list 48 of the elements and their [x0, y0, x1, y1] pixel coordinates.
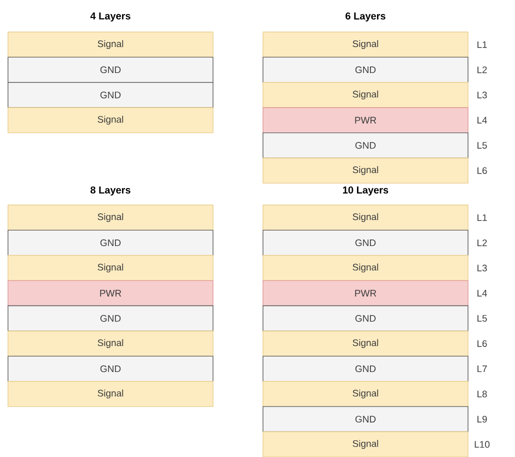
layer-box: GND [8, 56, 214, 83]
layer-box: GND [262, 56, 468, 83]
layer-number: L4 [478, 116, 487, 124]
layer-box: GND [8, 230, 214, 256]
layer-number: L4 [478, 290, 487, 296]
stack-title: 6 Layers [346, 12, 386, 22]
layer-number: L2 [478, 66, 487, 74]
layer-number: L9 [478, 416, 487, 423]
layer-box: Signal [8, 32, 214, 58]
layer-box: Signal [8, 204, 214, 231]
layer-number: L6 [478, 167, 487, 174]
stack-title: 4 Layers [90, 12, 130, 22]
layer-number: L2 [478, 239, 487, 246]
layer-box: GND [262, 406, 468, 432]
layer-number: L1 [478, 41, 487, 48]
layer-box: Signal [262, 82, 468, 108]
layer-box: GND [8, 82, 214, 108]
layer-box: Signal [8, 381, 214, 407]
layer-box: Signal [8, 330, 214, 357]
layer-box: Signal [262, 32, 468, 58]
layer-box: GND [262, 305, 468, 332]
layer-number: L7 [478, 366, 487, 372]
layer-box: Signal [262, 255, 468, 281]
layer-box: PWR [262, 280, 468, 306]
layer-box: Signal [262, 381, 468, 407]
layer-box: Signal [262, 330, 468, 357]
layer-number: L8 [478, 390, 487, 398]
layer-box: Signal [262, 204, 468, 231]
layer-box: PWR [8, 280, 214, 306]
stack-title: 10 Layers [343, 186, 388, 196]
layer-number: L6 [478, 340, 487, 347]
layer-box: Signal [262, 431, 468, 457]
layer-box: GND [262, 230, 468, 256]
layer-number: L3 [478, 264, 487, 272]
layer-box: Signal [8, 107, 214, 134]
layer-box: GND [8, 305, 214, 332]
layer-box: GND [8, 356, 214, 382]
layer-box: Signal [262, 158, 468, 184]
layer-box: GND [262, 132, 468, 158]
layer-number: L5 [478, 142, 487, 149]
layer-number: L10 [474, 441, 490, 448]
layer-number: L3 [478, 92, 487, 98]
layer-box: GND [262, 356, 468, 382]
layer-number: L1 [478, 214, 487, 221]
stack-title: 8 Layers [90, 186, 130, 196]
layer-box: Signal [8, 255, 214, 281]
layer-number: L5 [478, 315, 487, 322]
layer-box: PWR [262, 107, 468, 134]
